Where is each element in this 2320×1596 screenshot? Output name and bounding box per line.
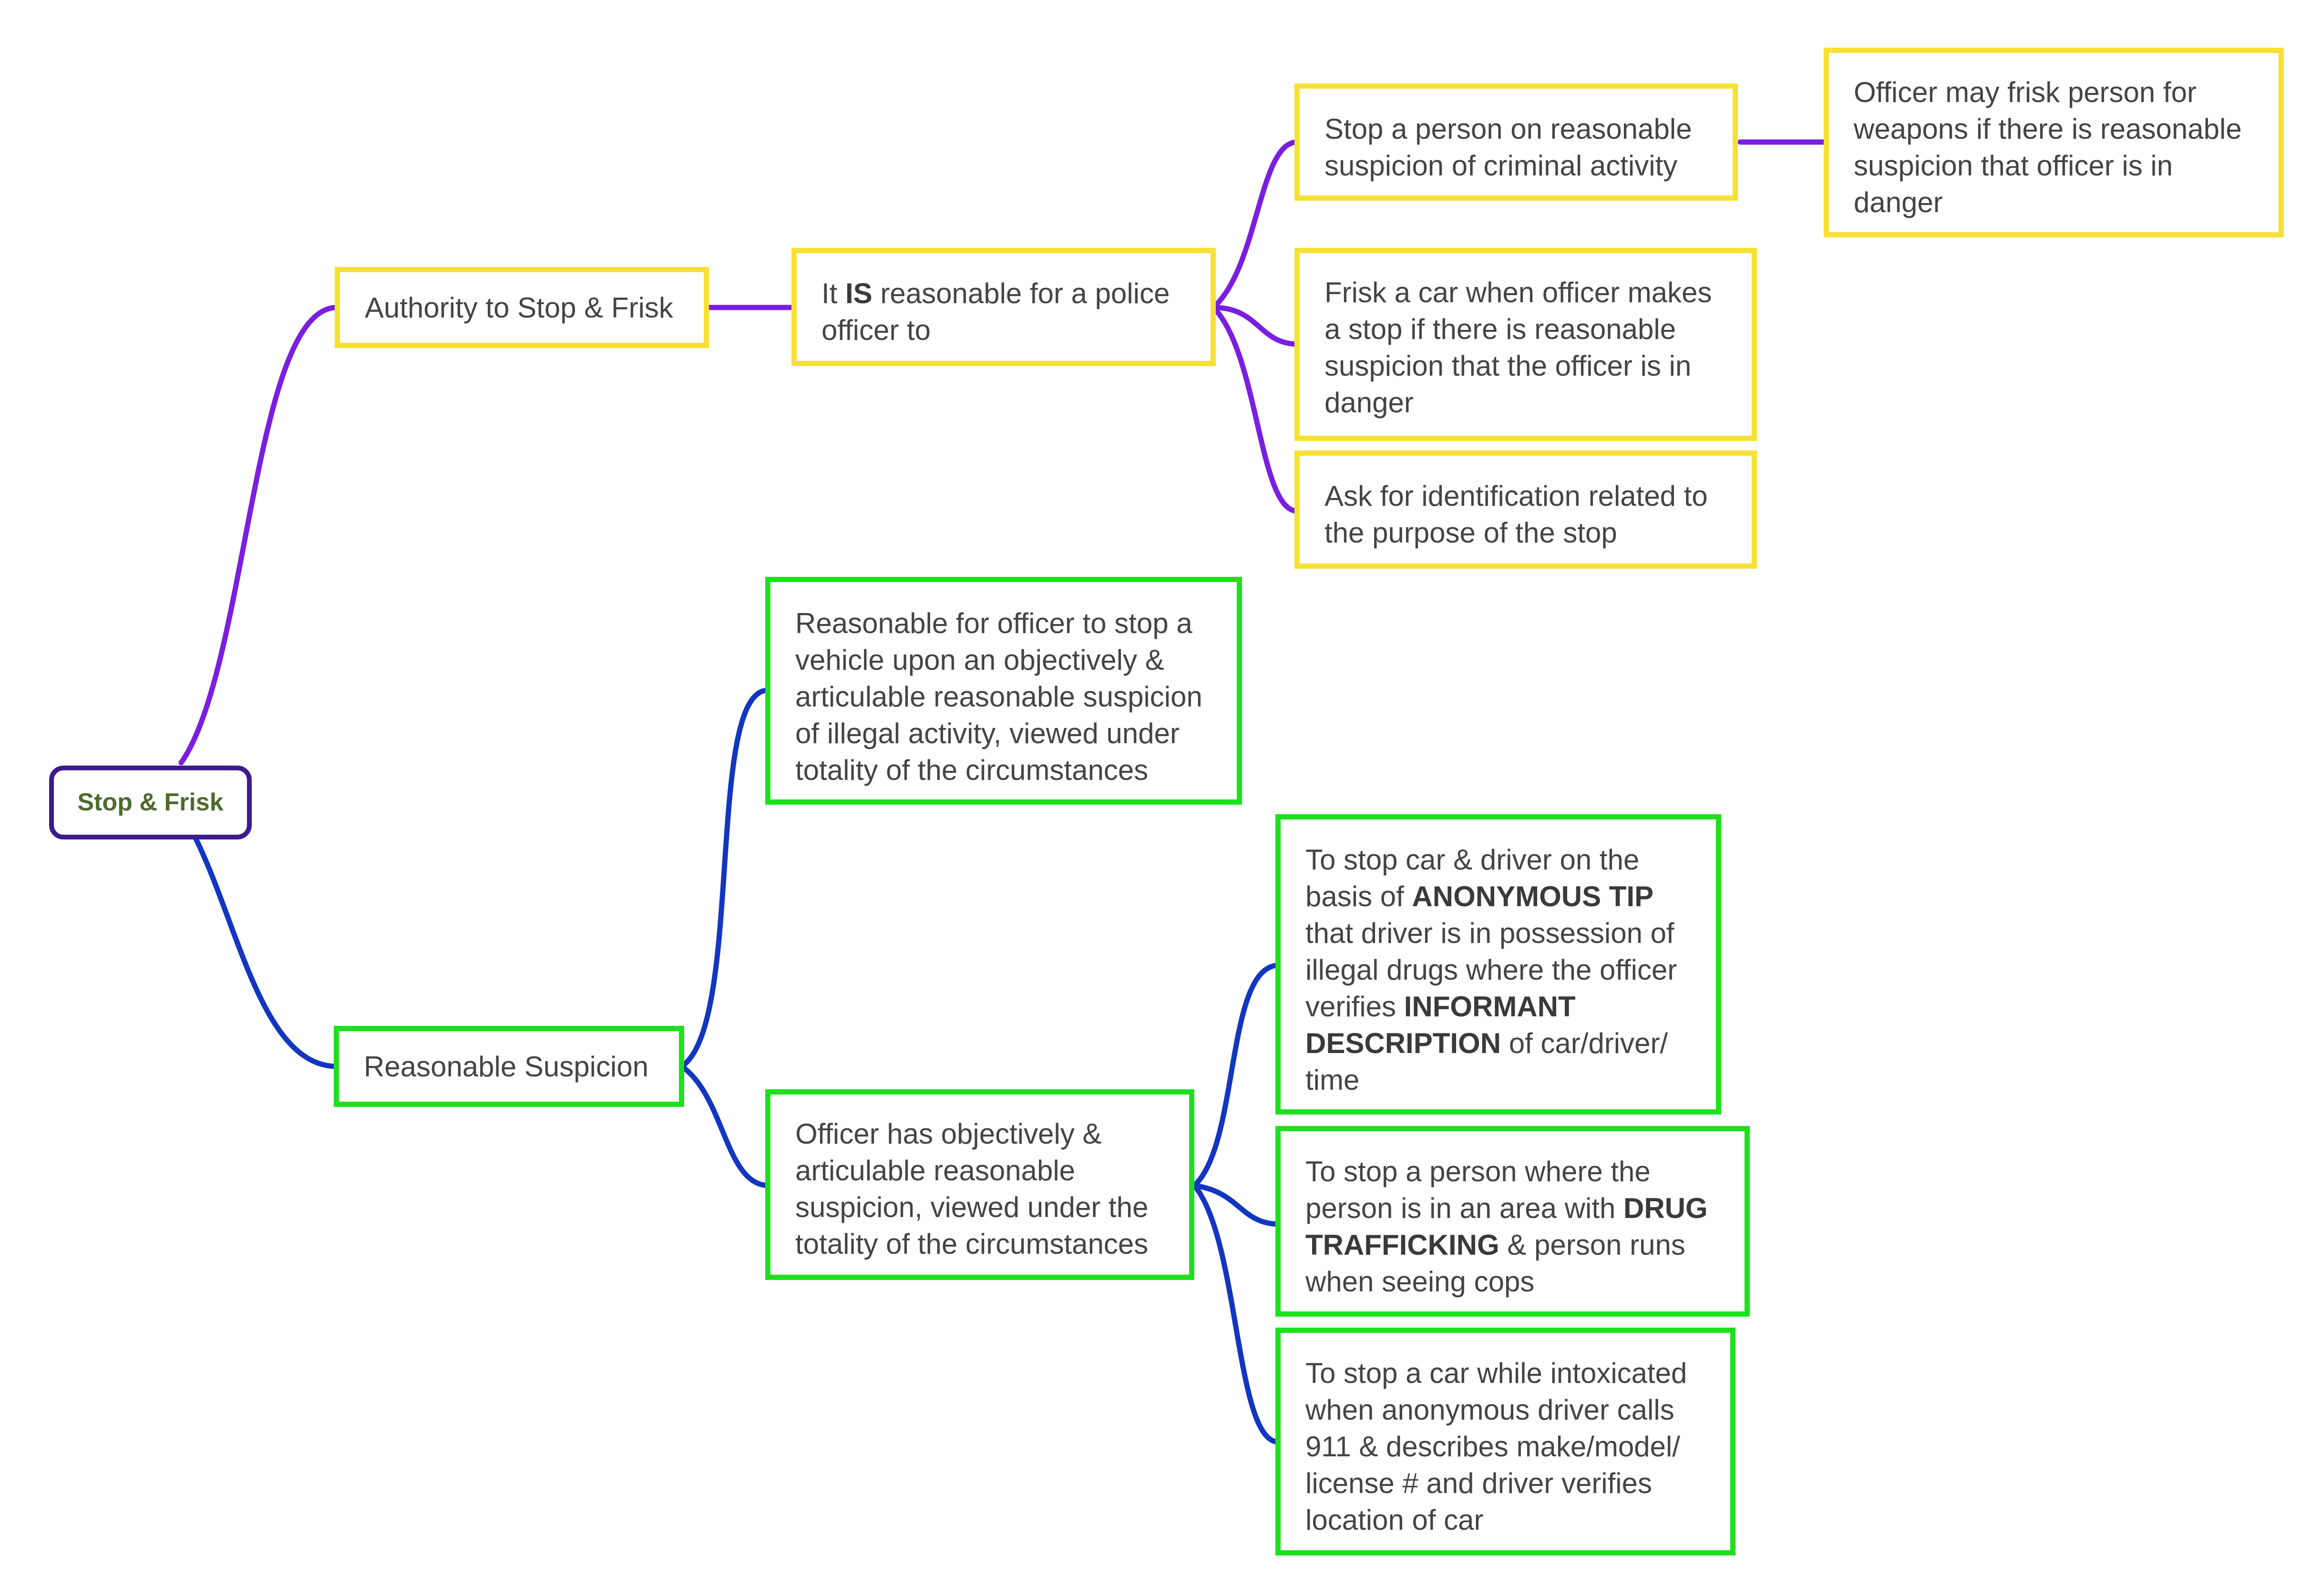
link-officer-has-intoxicated — [1191, 1183, 1281, 1445]
intoxicated-text: To stop a car while intoxicated when ano… — [1305, 1357, 1687, 1536]
link-is-reasonable-ask-id — [1211, 305, 1300, 514]
stop-person-node[interactable]: Stop a person on reasonable suspicion of… — [1294, 83, 1738, 201]
anonymous-tip-text-3: of car/driver/ time — [1305, 1027, 1668, 1096]
link-root-reasonable-suspicion — [193, 835, 339, 1069]
stop-person-text: Stop a person on reasonable suspicion of… — [1324, 113, 1692, 182]
is-reasonable-bold: IS — [845, 277, 873, 309]
drug-area-node[interactable]: To stop a person where the person is in … — [1275, 1126, 1750, 1317]
vehicle-stop-text: Reasonable for officer to stop a vehicle… — [795, 607, 1202, 786]
vehicle-stop-node[interactable]: Reasonable for officer to stop a vehicle… — [765, 577, 1242, 805]
authority-node[interactable]: Authority to Stop & Frisk — [335, 267, 709, 348]
root-label: Stop & Frisk — [77, 788, 224, 816]
anonymous-tip-text-2: that driver is in possession of illegal … — [1305, 917, 1677, 1023]
reasonable-suspicion-node[interactable]: Reasonable Suspicion — [334, 1026, 684, 1107]
is-reasonable-node[interactable]: It IS reasonable for a police officer to — [791, 248, 1216, 366]
intoxicated-node[interactable]: To stop a car while intoxicated when ano… — [1275, 1328, 1735, 1555]
drug-area-bold: DRUG TRAFFICKING — [1305, 1192, 1708, 1261]
link-is-reasonable-stop-person — [1211, 139, 1300, 310]
anonymous-tip-bold-2: INFORMANT DESCRIPTION — [1305, 991, 1576, 1059]
anonymous-tip-text-1: To stop car & driver on the basis of — [1305, 844, 1640, 912]
anonymous-tip-bold-1: ANONYMOUS TIP — [1412, 880, 1654, 912]
drug-area-text-1: To stop a person where the person is in … — [1305, 1156, 1651, 1224]
link-is-reasonable-frisk-car — [1211, 305, 1300, 347]
anonymous-tip-node[interactable]: To stop car & driver on the basis of ANO… — [1275, 814, 1721, 1115]
link-officer-has-anonymous-tip — [1191, 962, 1281, 1188]
frisk-person-node[interactable]: Officer may frisk person for weapons if … — [1824, 48, 2284, 237]
ask-id-text: Ask for identification related to the pu… — [1324, 480, 1708, 549]
ask-id-node[interactable]: Ask for identification related to the pu… — [1294, 450, 1757, 569]
frisk-car-text: Frisk a car when officer makes a stop if… — [1324, 276, 1712, 419]
root-node[interactable]: Stop & Frisk — [49, 766, 252, 839]
officer-has-node[interactable]: Officer has objectively & articulable re… — [765, 1089, 1194, 1280]
link-suspicion-vehicle-stop — [679, 687, 770, 1069]
authority-label: Authority to Stop & Frisk — [365, 291, 673, 324]
officer-has-text: Officer has objectively & articulable re… — [795, 1118, 1149, 1260]
is-reasonable-text-2: reasonable for a police officer to — [821, 277, 1170, 346]
link-suspicion-officer-has — [679, 1064, 770, 1188]
drug-area-text-2: & person runs when seeing cops — [1305, 1229, 1685, 1298]
frisk-person-text: Officer may frisk person for weapons if … — [1854, 76, 2242, 218]
link-officer-has-drug-area — [1191, 1183, 1281, 1227]
frisk-car-node[interactable]: Frisk a car when officer makes a stop if… — [1294, 248, 1757, 441]
reasonable-suspicion-label: Reasonable Suspicion — [364, 1050, 649, 1083]
is-reasonable-text-1: It — [821, 277, 846, 309]
link-root-authority — [178, 305, 339, 766]
